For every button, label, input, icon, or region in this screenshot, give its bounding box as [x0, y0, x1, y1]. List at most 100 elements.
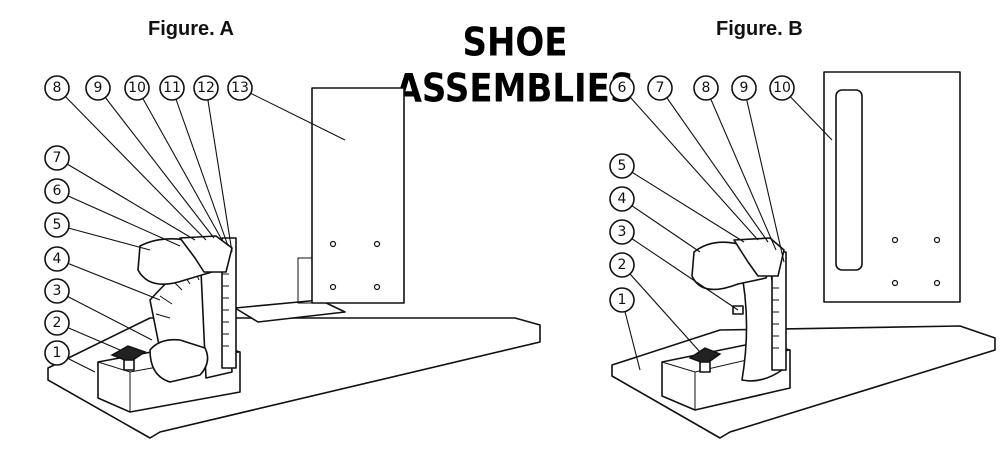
fig-a-callout-13: 13 — [227, 75, 253, 101]
fig-a-callout-number: 9 — [94, 80, 103, 96]
fig-b-callout-circle — [769, 75, 795, 101]
fig-b-callout-9: 9 — [731, 75, 757, 101]
fig-b-callout-circle — [609, 287, 635, 313]
fig-a-callout-9: 9 — [85, 75, 111, 101]
fig-b-fence-hole — [891, 279, 899, 287]
fig-b-leader-7 — [659, 87, 769, 243]
fig-b-callout-number: 8 — [702, 80, 711, 96]
fig-b-leader-6 — [621, 87, 759, 241]
fig-a-leader-8 — [56, 87, 207, 241]
fig-a-callout-number: 11 — [163, 80, 181, 96]
fig-b-callout-number: 2 — [618, 257, 627, 273]
fig-b-leader-3 — [621, 231, 739, 311]
fig-b-callout-4: 4 — [609, 186, 635, 212]
fig-a-callout-circle — [44, 178, 70, 204]
fig-a-leader-lines — [56, 87, 346, 373]
fig-b-clamp-head — [733, 237, 785, 277]
fig-b-callout-number: 6 — [618, 80, 627, 96]
fig-a-callout-3: 3 — [44, 278, 70, 304]
fig-b-callout-circle — [693, 75, 719, 101]
fig-b-fence-hole — [933, 236, 941, 244]
fig-a-fence-notch — [297, 257, 312, 304]
fig-a-callout-circle — [44, 75, 70, 101]
fig-b-base-plate-edge — [611, 349, 996, 439]
fig-a-callout-circle — [44, 310, 70, 336]
fig-a-callout-circle — [85, 75, 111, 101]
fig-a-callout-number: 13 — [231, 80, 249, 96]
figure-b-drawing — [611, 71, 996, 439]
fig-a-leader-12 — [205, 87, 233, 253]
fig-b-callout-5: 5 — [609, 153, 635, 179]
fig-b-callout-circle — [609, 186, 635, 212]
fig-a-callout-10: 10 — [124, 75, 150, 101]
fig-a-fence-panel — [311, 87, 405, 304]
fig-a-callout-circle — [44, 278, 70, 304]
fig-b-callout-10: 10 — [769, 75, 795, 101]
fig-b-callout-number: 9 — [740, 80, 749, 96]
fig-a-leader-13 — [239, 87, 346, 141]
fig-a-callout-number: 10 — [128, 80, 146, 96]
fig-b-leader-4 — [621, 198, 701, 253]
fig-a-callout-number: 1 — [53, 345, 62, 361]
fig-a-callout-8: 8 — [44, 75, 70, 101]
fig-b-callout-3: 3 — [609, 219, 635, 245]
fig-b-callout-circle — [731, 75, 757, 101]
fig-b-knob-stem — [699, 361, 711, 373]
fig-a-callout-number: 5 — [53, 217, 62, 233]
fig-b-callout-circle — [647, 75, 673, 101]
fig-a-callout-6: 6 — [44, 178, 70, 204]
fig-a-base-plate-edge — [47, 341, 541, 439]
fig-a-leader-9 — [97, 87, 215, 239]
fig-a-leader-3 — [56, 290, 153, 341]
fig-a-callout-circle — [44, 145, 70, 171]
fig-a-callout-number: 12 — [197, 80, 215, 96]
fig-a-callout-7: 7 — [44, 145, 70, 171]
page-title: SHOE ASSEMBLIES — [395, 20, 635, 112]
fig-b-fence-window — [835, 89, 863, 271]
fig-b-callout-circle — [609, 252, 635, 278]
fig-a-fence-hole — [329, 240, 337, 248]
fig-b-callout-7: 7 — [647, 75, 673, 101]
fig-a-callout-number: 6 — [53, 183, 62, 199]
fig-a-callout-1: 1 — [44, 340, 70, 366]
fig-a-knob-stem — [123, 359, 135, 371]
fig-a-leader-4 — [56, 258, 161, 301]
fig-a-leader-7 — [56, 157, 196, 241]
fig-a-callout-number: 3 — [53, 283, 62, 299]
fig-a-leader-5 — [56, 224, 151, 251]
fig-b-callout-number: 1 — [618, 292, 627, 308]
fig-b-fence-hole — [933, 279, 941, 287]
fig-b-callout-number: 3 — [618, 224, 627, 240]
fig-a-leader-10 — [136, 87, 223, 241]
fig-a-callout-circle — [44, 246, 70, 272]
fig-b-callout-circle — [609, 75, 635, 101]
fig-a-callout-circle — [44, 212, 70, 238]
fig-a-callout-number: 8 — [53, 80, 62, 96]
fig-b-leader-lines — [621, 87, 833, 371]
fig-b-callout-1: 1 — [609, 287, 635, 313]
fig-a-callout-number: 7 — [53, 150, 62, 166]
fig-a-fence-hole — [329, 283, 337, 291]
fig-a-plate-slot — [234, 299, 346, 323]
fig-b-leader-9 — [743, 87, 785, 263]
fig-b-leader-2 — [621, 264, 701, 353]
fig-a-callout-12: 12 — [193, 75, 219, 101]
figure-a-label: Figure. A — [148, 18, 234, 40]
fig-b-callout-2: 2 — [609, 252, 635, 278]
fig-b-callout-number: 4 — [618, 191, 627, 207]
fig-b-callout-circle — [609, 219, 635, 245]
fig-b-callout-8: 8 — [693, 75, 719, 101]
fig-a-callout-2: 2 — [44, 310, 70, 336]
figure-a-drawing — [47, 87, 541, 439]
fig-a-clamp-head — [179, 235, 233, 273]
figure-b-label: Figure. B — [716, 18, 803, 40]
fig-b-fence-hole — [891, 236, 899, 244]
fig-a-lower-knob — [149, 338, 209, 383]
fig-a-fence-hole — [373, 283, 381, 291]
fig-a-callout-circle — [124, 75, 150, 101]
fig-b-leader-8 — [705, 87, 777, 251]
fig-a-callout-11: 11 — [159, 75, 185, 101]
fig-a-callout-circle — [193, 75, 219, 101]
fig-b-callout-number: 5 — [618, 158, 627, 174]
